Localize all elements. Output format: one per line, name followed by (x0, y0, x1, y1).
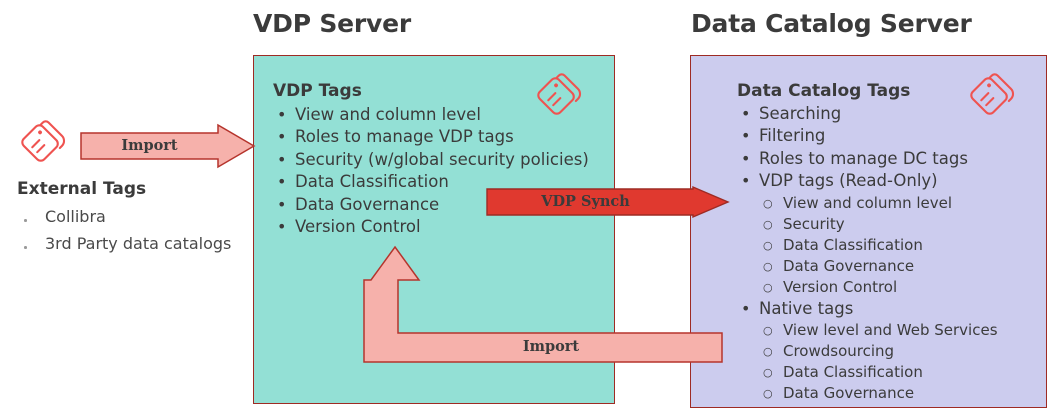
list-item: Security (759, 214, 998, 235)
import-arrow-top: Import (80, 123, 256, 169)
list-item: Data Classification (273, 171, 589, 193)
list-item: Searching (737, 103, 998, 125)
tag-icon (963, 65, 1025, 127)
list-item: Roles to manage DC tags (737, 148, 998, 170)
data-catalog-tags-list: Searching Filtering Roles to manage DC t… (737, 103, 998, 404)
external-tags-list: Collibra 3rd Party data catalogs (17, 203, 231, 257)
list-item: View and column level (759, 193, 998, 214)
list-item: Version Control (273, 216, 589, 238)
vdp-synch-arrow: VDP Synch (486, 185, 730, 219)
list-item: Version Control (759, 277, 998, 298)
list-item: Roles to manage VDP tags (273, 126, 589, 148)
page-title-vdp-server: VDP Server (253, 9, 411, 38)
native-tags-sub-list: View level and Web Services Crowdsourcin… (759, 320, 998, 404)
list-item: Data Governance (759, 256, 998, 277)
page-title-data-catalog-server: Data Catalog Server (691, 9, 972, 38)
import-arrow-bottom: Import (343, 245, 723, 364)
list-item: Data Classification (759, 362, 998, 383)
list-item: VDP tags (Read-Only) View and column lev… (737, 170, 998, 297)
vdp-tags-sub-list: View and column level Security Data Clas… (759, 193, 998, 298)
tag-icon (530, 65, 592, 127)
list-item: Crowdsourcing (759, 341, 998, 362)
list-item: View level and Web Services (759, 320, 998, 341)
list-item: View and column level (273, 104, 589, 126)
vdp-server-box: VDP Tags View and column level Roles to … (253, 55, 615, 404)
list-item: Data Governance (273, 194, 589, 216)
vdp-tags-heading: VDP Tags (273, 81, 362, 101)
list-item: Collibra (17, 203, 231, 230)
list-item: Data Classification (759, 235, 998, 256)
list-item: Security (w/global security policies) (273, 149, 589, 171)
external-tag-icon (14, 112, 76, 174)
data-catalog-tags-heading: Data Catalog Tags (737, 81, 911, 101)
list-item: Data Governance (759, 383, 998, 404)
list-item: Filtering (737, 125, 998, 147)
external-tags-title: External Tags (17, 179, 147, 199)
list-item: 3rd Party data catalogs (17, 230, 231, 257)
data-catalog-server-box: Data Catalog Tags Searching Filtering Ro… (690, 55, 1047, 408)
list-item: Native tags View level and Web Services … (737, 298, 998, 404)
vdp-tags-list: View and column level Roles to manage VD… (273, 104, 589, 238)
